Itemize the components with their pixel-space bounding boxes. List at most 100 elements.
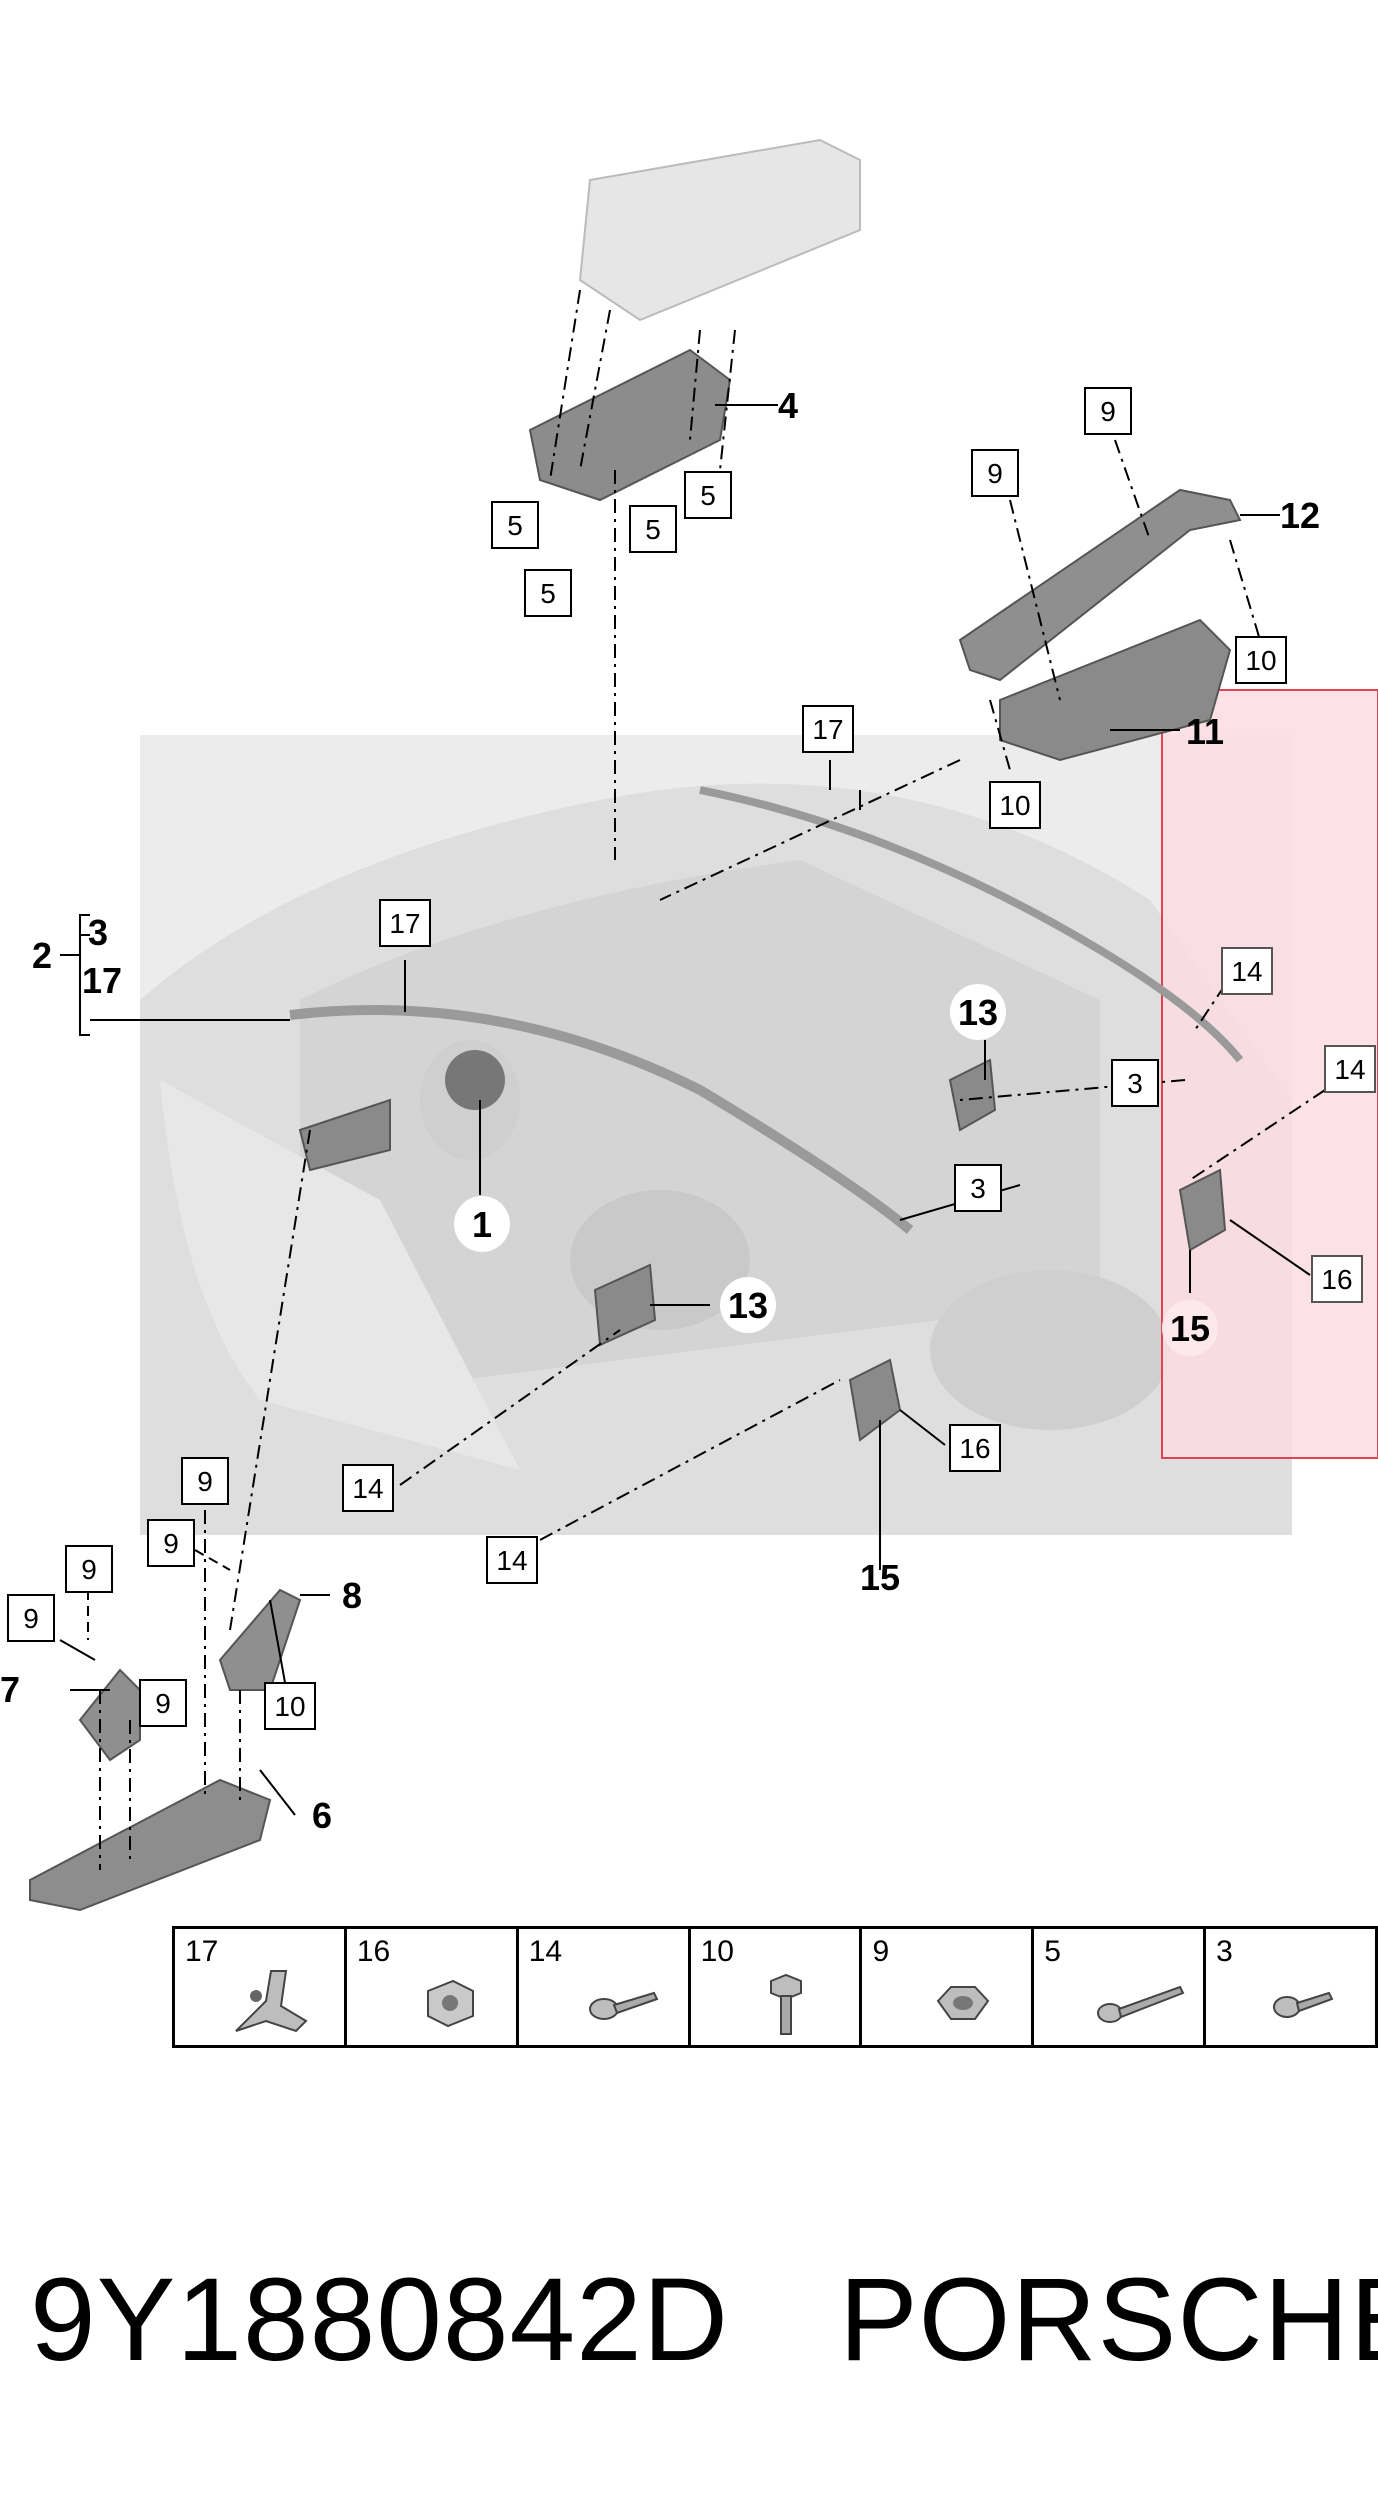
label-12: 12	[1280, 495, 1320, 536]
legend-cell-14: 14	[519, 1929, 691, 2045]
svg-text:9: 9	[197, 1466, 213, 1497]
clip-bracket-icon	[234, 1970, 308, 2033]
label-17-group: 17	[82, 960, 122, 1001]
callout-box-10-mid: 10	[989, 781, 1041, 829]
svg-text:5: 5	[645, 514, 661, 545]
legend-number: 17	[185, 1935, 219, 1968]
svg-text:1: 1	[472, 1204, 492, 1245]
fastener-legend-table: 17 16 14 10 9 5	[172, 1926, 1378, 2048]
svg-text:10: 10	[999, 790, 1030, 821]
label-4: 4	[778, 385, 798, 426]
circle-label-15-right: 15	[1162, 1300, 1218, 1356]
airbag-part-4	[528, 348, 732, 502]
torx-screw-icon	[1272, 1991, 1334, 2018]
legend-number: 14	[528, 1935, 563, 1968]
circle-label-13-rear: 13	[950, 984, 1006, 1040]
label-7: 7	[0, 1669, 20, 1710]
bracket-part-7	[78, 1668, 141, 1762]
svg-text:9: 9	[1100, 396, 1116, 427]
svg-text:16: 16	[959, 1433, 990, 1464]
svg-text:14: 14	[352, 1473, 383, 1504]
square-clip-icon	[426, 1979, 474, 2028]
label-11: 11	[1186, 711, 1224, 752]
long-screw-icon	[1096, 1985, 1185, 2023]
svg-text:5: 5	[700, 480, 716, 511]
flange-bolt-icon	[589, 1991, 659, 2020]
label-2: 2	[32, 935, 52, 976]
legend-cell-5: 5	[1034, 1929, 1207, 2045]
callout-box-17-left: 17	[379, 899, 431, 947]
svg-text:13: 13	[728, 1285, 768, 1326]
callout-box-14-left-lower: 14	[486, 1536, 538, 1584]
callout-box-16-right: 16	[1311, 1255, 1363, 1303]
callout-box-5-c: 5	[629, 505, 677, 553]
curtain-airbag-rail-right	[699, 786, 1244, 1063]
callout-box-9-bracket-mid: 9	[147, 1519, 195, 1567]
svg-text:14: 14	[1231, 956, 1262, 987]
svg-text:3: 3	[970, 1173, 986, 1204]
callout-box-10-upper: 10	[1235, 636, 1287, 684]
label-6: 6	[312, 1795, 332, 1836]
legend-cell-17: 17	[175, 1929, 347, 2045]
callout-box-9-left-top: 9	[65, 1545, 113, 1593]
callout-box-9-lower: 9	[139, 1679, 187, 1727]
svg-text:17: 17	[389, 908, 420, 939]
legend-cell-10: 10	[691, 1929, 863, 2045]
callout-box-5-d: 5	[684, 471, 732, 519]
callout-box-3-right: 3	[1111, 1059, 1159, 1107]
group-bracket	[79, 914, 90, 1036]
control-unit-ghost	[578, 138, 861, 322]
svg-text:10: 10	[274, 1691, 305, 1722]
svg-text:5: 5	[507, 510, 523, 541]
brand-name: PORSCHE	[838, 2254, 1378, 2386]
bracket-part-12	[958, 488, 1242, 682]
side-airbag-part-6	[29, 1778, 272, 1912]
svg-text:5: 5	[540, 578, 556, 609]
footer-caption: 9Y1880842D PORSCHE	[30, 2250, 1378, 2390]
callout-box-14-left-upper: 14	[342, 1464, 394, 1512]
label-15-lower: 15	[860, 1557, 900, 1598]
callout-box-9-upper: 9	[971, 449, 1019, 497]
vehicle-body-ghost	[140, 735, 1292, 1535]
bracket-part-8	[218, 1588, 302, 1691]
legend-cell-16: 16	[347, 1929, 519, 2045]
legend-number: 5	[1044, 1935, 1061, 1968]
svg-text:13: 13	[958, 992, 998, 1033]
exploded-airbag-diagram: 5 5 5 5 9 9 10 10 17 17 14 14 3 3	[0, 138, 1378, 1912]
steering-hub	[445, 1050, 505, 1110]
legend-number: 10	[700, 1935, 734, 1968]
legend-number: 9	[872, 1935, 890, 1968]
callout-box-9-left: 9	[7, 1594, 55, 1642]
circle-label-1: 1	[454, 1196, 510, 1252]
hex-nut-icon	[936, 1986, 990, 2020]
legend-number: 16	[356, 1935, 391, 1968]
legend-number: 3	[1216, 1935, 1233, 1968]
callout-box-9-bracket-top: 9	[181, 1457, 229, 1505]
callout-box-3-mid: 3	[954, 1164, 1002, 1212]
legend-cell-3: 3	[1206, 1929, 1375, 2045]
callout-box-14-right-lower: 14	[1324, 1045, 1376, 1093]
side-airbag-part-13-front	[593, 1263, 657, 1347]
label-8: 8	[342, 1575, 362, 1616]
svg-text:17: 17	[812, 714, 843, 745]
callout-box-5-b: 5	[524, 569, 572, 617]
svg-text:9: 9	[23, 1603, 39, 1634]
leader-lines	[59, 289, 1326, 1870]
svg-text:10: 10	[1245, 645, 1276, 676]
svg-text:9: 9	[163, 1528, 179, 1559]
svg-text:9: 9	[987, 458, 1003, 489]
hex-bolt-icon	[770, 1973, 803, 2035]
svg-text:9: 9	[155, 1688, 171, 1719]
callout-box-10-lower: 10	[264, 1682, 316, 1730]
driver-airbag-part-1	[298, 1098, 391, 1172]
legend-cell-9: 9	[862, 1929, 1035, 2045]
airbag-part-11	[999, 618, 1232, 762]
side-airbag-part-13-rear	[948, 1058, 997, 1132]
callout-box-16-lower: 16	[949, 1424, 1001, 1472]
svg-text:9: 9	[81, 1554, 97, 1585]
callout-box-14-right-upper: 14	[1221, 947, 1273, 995]
svg-text:15: 15	[1170, 1308, 1210, 1349]
callout-box-17-top: 17	[802, 705, 854, 753]
label-3-group: 3	[88, 912, 108, 953]
svg-text:14: 14	[496, 1545, 527, 1576]
